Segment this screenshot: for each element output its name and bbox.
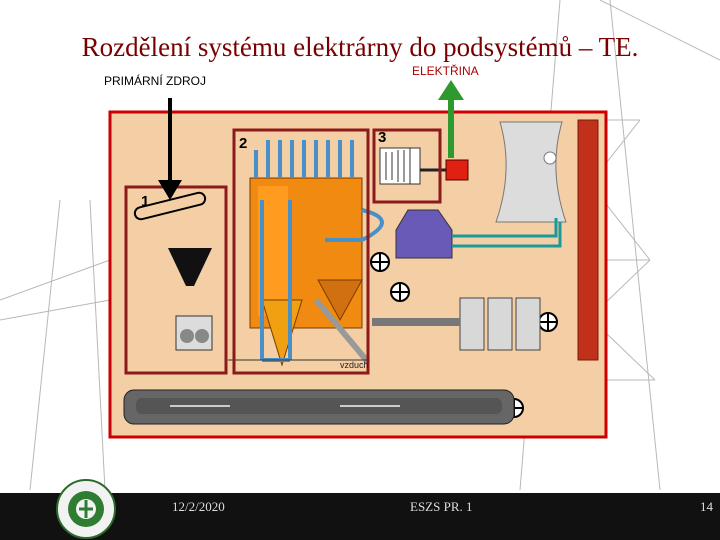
generator bbox=[445, 159, 469, 181]
subsystem-number-3: 3 bbox=[378, 129, 386, 146]
electricity-label: ELEKTŘINA bbox=[412, 64, 479, 78]
faculty-logo-icon bbox=[56, 479, 116, 539]
condenser bbox=[395, 209, 453, 259]
up-arrow-icon bbox=[438, 80, 464, 158]
air-label: vzduch bbox=[340, 360, 369, 370]
subsystem-box-3 bbox=[372, 128, 442, 204]
subsystem-number-2: 2 bbox=[239, 135, 247, 152]
subsystem-number-1: 1 bbox=[141, 193, 149, 210]
coal-hopper bbox=[168, 248, 212, 286]
footer-course: ESZS PR. 1 bbox=[410, 499, 473, 514]
footer-date: 12/2/2020 bbox=[172, 499, 225, 514]
footer-bar bbox=[0, 493, 720, 540]
slide-title: Rozdělení systému elektrárny do podsysté… bbox=[81, 32, 639, 62]
chimney bbox=[577, 119, 599, 361]
conveyor-belt bbox=[133, 191, 207, 221]
down-arrow-icon bbox=[158, 98, 182, 200]
precipitator bbox=[459, 297, 541, 351]
primary-source-label: PRIMÁRNÍ ZDROJ bbox=[104, 74, 206, 88]
footer-page-number: 14 bbox=[700, 499, 713, 514]
subsystem-box-2 bbox=[232, 128, 370, 375]
cooling-tower bbox=[495, 121, 567, 223]
air-duct bbox=[313, 298, 371, 364]
turbine bbox=[379, 147, 421, 185]
